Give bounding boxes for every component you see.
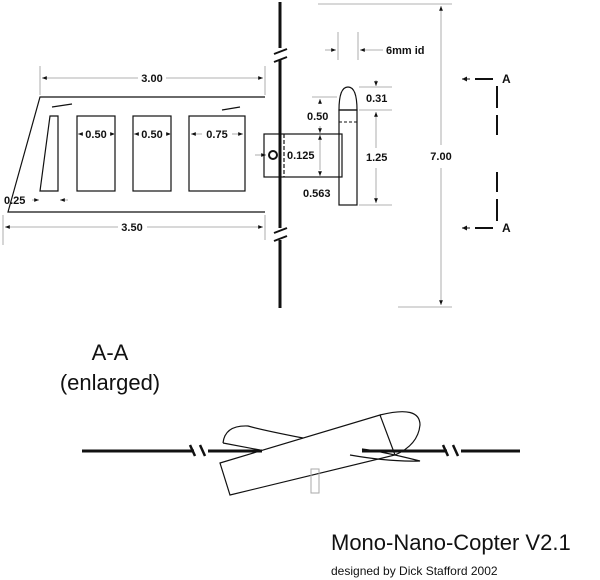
dim-slot-2: 0.50 — [134, 129, 171, 141]
dim-label: 0.125 — [287, 150, 315, 162]
shaft-break-mark — [441, 444, 450, 457]
dim-0-25: 0.25 — [4, 195, 68, 207]
dim-label: 0.25 — [4, 195, 25, 207]
dim-label: 0.50 — [85, 129, 106, 141]
dim-label: 0.563 — [303, 188, 331, 200]
dim-slot-3: 0.75 — [191, 129, 243, 141]
shaft-break-mark — [273, 48, 288, 55]
section-label-top: A — [502, 72, 511, 86]
dim-label: 3.00 — [141, 73, 162, 85]
dim-hub-vertical: 0.50 0.563 — [303, 96, 337, 200]
hub-hole — [268, 150, 278, 160]
section-subtitle: (enlarged) — [60, 370, 160, 395]
rotor-shaft — [273, 2, 288, 308]
body-tube — [338, 86, 358, 206]
blade-slot-2 — [132, 115, 172, 192]
dim-6mm: 6mm id — [325, 32, 425, 60]
blade-slot-tapered — [39, 115, 59, 192]
shaft-break-mark — [188, 444, 197, 457]
dim-label: 0.50 — [141, 129, 162, 141]
dim-label: 0.31 — [366, 93, 387, 105]
dim-label: 6mm id — [386, 45, 425, 57]
dim-label: 3.50 — [121, 222, 142, 234]
shaft-break-mark — [273, 227, 288, 234]
dim-label: 1.25 — [366, 152, 387, 164]
dim-slot-1: 0.50 — [78, 129, 115, 141]
section-label-bottom: A — [502, 221, 511, 235]
dim-label: 0.75 — [206, 129, 227, 141]
drawing-credit: designed by Dick Stafford 2002 — [331, 564, 498, 578]
shaft-break-mark — [451, 444, 460, 457]
section-marker: A A — [462, 72, 511, 235]
blade-slot-1 — [76, 115, 116, 192]
section-view — [82, 411, 520, 496]
dim-label: 0.50 — [307, 111, 328, 123]
shaft-break-mark — [273, 56, 288, 63]
blade-slot-3 — [188, 115, 246, 192]
dim-tube-vertical: 0.31 1.25 — [359, 80, 392, 206]
dim-3-00: 3.00 — [39, 66, 266, 95]
dim-3-50: 3.50 — [2, 215, 266, 245]
dim-0-125: 0.125 — [255, 150, 315, 162]
dim-label: 7.00 — [430, 151, 451, 163]
blade-outline — [7, 96, 265, 213]
drawing-title: Mono-Nano-Copter V2.1 — [331, 530, 571, 555]
shaft-break-mark — [198, 444, 207, 457]
dim-7-00: 7.00 — [318, 3, 452, 308]
section-title: A-A — [92, 340, 129, 365]
shaft-break-mark — [273, 235, 288, 242]
